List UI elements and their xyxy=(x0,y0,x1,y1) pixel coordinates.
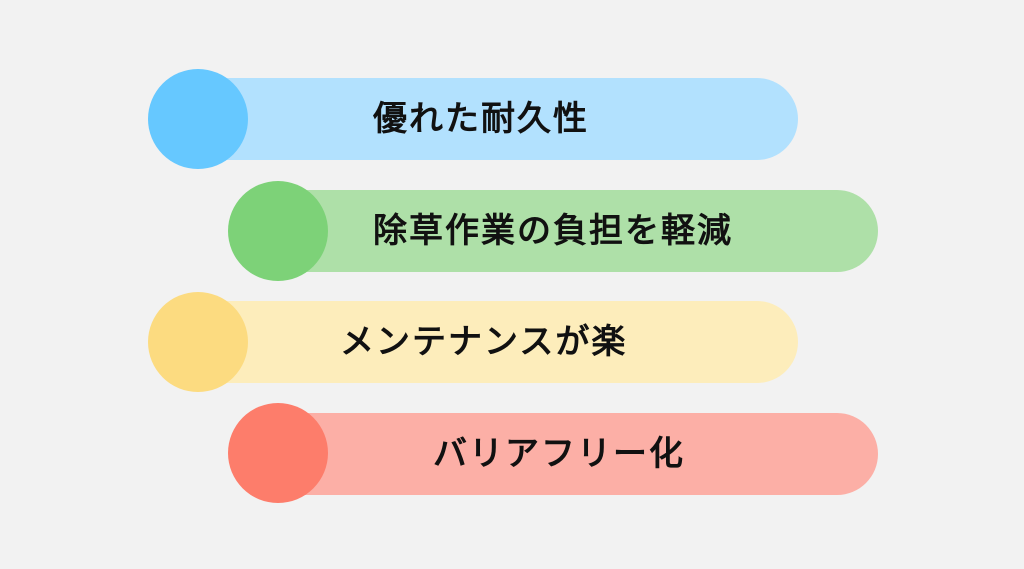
item-label: バリアフリー化 xyxy=(433,434,685,474)
item-bar xyxy=(198,78,798,160)
item-bar xyxy=(278,413,878,495)
item-circle-icon xyxy=(148,69,248,169)
item-bar xyxy=(278,190,878,272)
item-label: 除草作業の負担を軽減 xyxy=(373,211,733,251)
item-circle-icon xyxy=(148,292,248,392)
item-circle-icon xyxy=(228,403,328,503)
item-circle-icon xyxy=(228,181,328,281)
item-label: メンテナンスが楽 xyxy=(340,322,628,362)
item-bar xyxy=(198,301,798,383)
item-label: 優れた耐久性 xyxy=(373,99,589,139)
